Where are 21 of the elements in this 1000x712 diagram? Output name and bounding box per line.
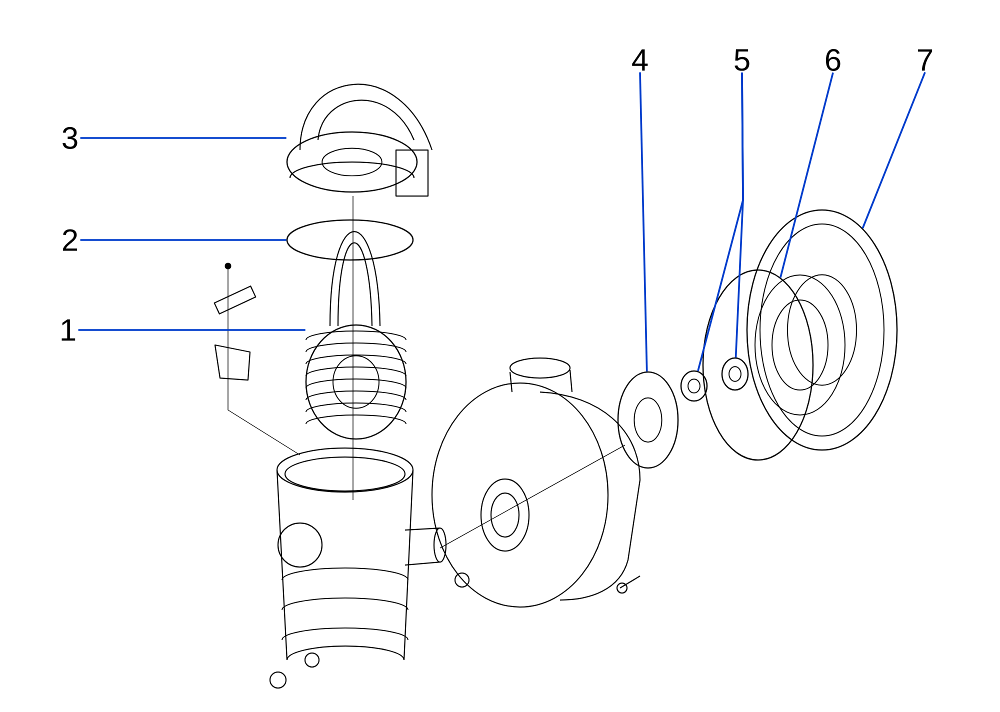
leader-line xyxy=(734,72,744,358)
leader-line xyxy=(80,137,286,139)
spacer xyxy=(680,370,708,402)
callout-number: 1 xyxy=(62,319,76,341)
callout-number: 2 xyxy=(62,229,78,251)
callout-number: 6 xyxy=(826,49,840,71)
strainer-lid xyxy=(286,131,418,193)
gasket-ring xyxy=(702,269,814,461)
callout-number: 4 xyxy=(632,49,648,71)
leader-line xyxy=(639,72,648,372)
strainer-basket xyxy=(305,324,407,440)
impeller xyxy=(617,371,679,469)
seal-plate xyxy=(746,209,898,451)
leader-line xyxy=(862,72,926,229)
callout-number: 7 xyxy=(918,49,932,71)
leader-line xyxy=(80,239,286,241)
o-ring xyxy=(286,219,414,261)
leader-line xyxy=(78,329,306,331)
callout-number: 3 xyxy=(62,127,78,149)
callout-number: 5 xyxy=(734,49,750,71)
shaft-seal xyxy=(721,357,749,391)
